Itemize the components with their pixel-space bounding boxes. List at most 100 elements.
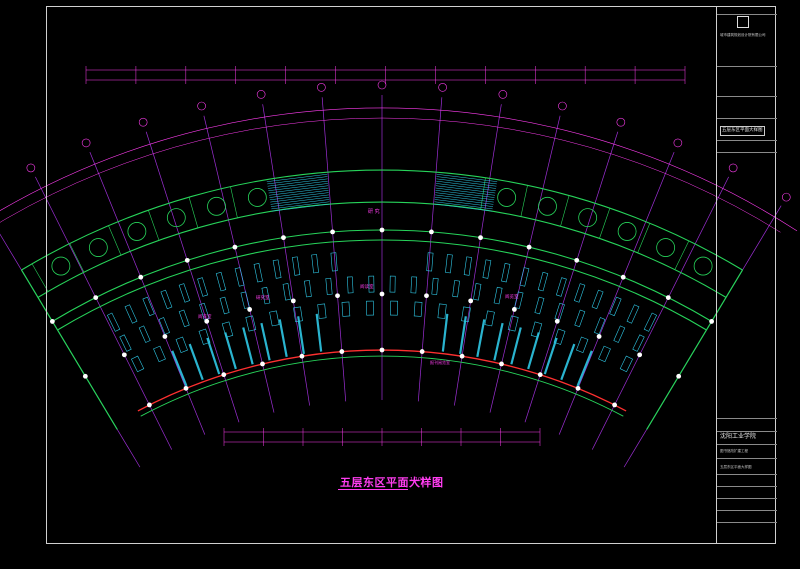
reading-table xyxy=(576,336,589,353)
stair-tread-right xyxy=(434,203,493,212)
axis-bubble xyxy=(728,163,738,173)
study-desk xyxy=(219,296,230,315)
book-shelf xyxy=(527,332,540,370)
reading-table xyxy=(390,300,398,316)
book-shelf xyxy=(297,316,305,355)
study-desk xyxy=(426,252,434,272)
study-desk xyxy=(215,271,227,292)
stair-tread-right xyxy=(434,201,493,210)
project-name: 图书馆改扩建工程 xyxy=(720,449,748,453)
structural-column xyxy=(299,353,305,359)
reading-table xyxy=(530,321,543,338)
dimension-layer xyxy=(85,66,686,446)
curved-wall-3 xyxy=(57,239,707,331)
window-circle xyxy=(656,238,676,257)
structural-column xyxy=(526,244,532,250)
study-desk xyxy=(643,312,658,332)
sheet-name: 五层东区平面大样图 xyxy=(720,465,752,469)
study-desk xyxy=(325,277,333,295)
stair-tread-right xyxy=(436,174,498,182)
study-desk xyxy=(304,280,312,298)
stair-tread-right xyxy=(435,185,496,194)
structural-column xyxy=(709,319,715,324)
structural-column xyxy=(247,307,253,312)
structural-column xyxy=(637,352,643,358)
study-desk xyxy=(158,317,170,335)
stair-tread-left xyxy=(269,192,329,201)
curved-wall-1 xyxy=(37,201,727,298)
room-label-center-upper: 阅读室 xyxy=(360,283,374,290)
stair-tread-left xyxy=(270,194,329,203)
structural-column xyxy=(478,235,483,241)
study-desk xyxy=(501,263,511,283)
structural-column xyxy=(49,319,55,324)
inner-curved-wall-line xyxy=(140,355,624,417)
structural-column xyxy=(379,347,385,353)
book-shelf xyxy=(576,350,593,387)
study-desk xyxy=(282,283,291,301)
window-mullion xyxy=(560,195,570,227)
study-desk xyxy=(609,296,622,317)
stair-tread-right xyxy=(435,190,495,198)
annotation-layer: 研 究 研究室 阅览室 阅览室 阅读室 报刊阅览室 xyxy=(198,208,519,365)
reading-table xyxy=(341,301,351,317)
company-name: 城市建筑规划设计院有限公司 xyxy=(720,33,766,37)
reading-table xyxy=(269,310,280,327)
window-circle xyxy=(578,208,598,228)
stair-tread-left xyxy=(268,183,328,191)
window-circle xyxy=(166,208,186,228)
room-label-center-bottom: 报刊阅览室 xyxy=(430,359,450,365)
drawing-border xyxy=(46,6,776,544)
end-wall-right xyxy=(646,269,744,430)
stair-tread-right xyxy=(435,194,494,203)
stair-tread-left xyxy=(270,196,330,205)
study-desk xyxy=(534,296,545,315)
structural-column xyxy=(554,318,560,324)
window-circle xyxy=(51,256,71,276)
study-desk xyxy=(573,283,586,303)
outer-dimension-arc-inner xyxy=(0,117,781,233)
structural-column xyxy=(429,229,434,235)
stair-tread-left xyxy=(266,174,328,182)
study-desk xyxy=(368,275,375,293)
stair-tread-left xyxy=(269,187,329,196)
study-desk xyxy=(445,254,453,274)
reading-table xyxy=(484,310,495,327)
drawing-label: 五层东区平面大样图 xyxy=(720,126,765,136)
stair-tread-left xyxy=(267,178,328,187)
reading-table xyxy=(245,315,257,332)
reading-table xyxy=(437,303,447,319)
stair-tread-right xyxy=(435,187,495,196)
book-shelf xyxy=(560,343,576,381)
reading-table xyxy=(553,328,566,345)
outer-dimension-arc xyxy=(0,107,798,232)
axis-bubble xyxy=(438,83,447,92)
structural-column xyxy=(339,349,345,354)
axis-bubble xyxy=(197,101,206,111)
reading-table xyxy=(198,328,211,345)
school-name: 沈阳工业学院 xyxy=(720,433,757,440)
book-shelf xyxy=(493,322,504,361)
study-desk xyxy=(514,291,524,309)
stair-tread-left xyxy=(271,201,330,210)
room-label-right-upper: 阅览室 xyxy=(505,293,519,300)
structural-column xyxy=(93,295,99,300)
reading-table xyxy=(507,315,519,332)
reading-table xyxy=(131,355,145,373)
structural-column xyxy=(379,291,385,297)
structural-column xyxy=(204,318,210,324)
structural-column xyxy=(424,293,429,299)
stair-tread-left xyxy=(267,176,328,185)
book-shelf xyxy=(260,322,271,361)
book-shelf xyxy=(315,313,323,352)
structural-column xyxy=(612,402,618,408)
structural-column xyxy=(537,372,543,378)
study-desk xyxy=(178,309,190,328)
stair-tread-left xyxy=(270,199,330,207)
reading-table xyxy=(153,345,166,363)
stair-tread-left xyxy=(267,180,328,189)
column-layer xyxy=(49,227,715,408)
structural-column xyxy=(596,334,602,339)
